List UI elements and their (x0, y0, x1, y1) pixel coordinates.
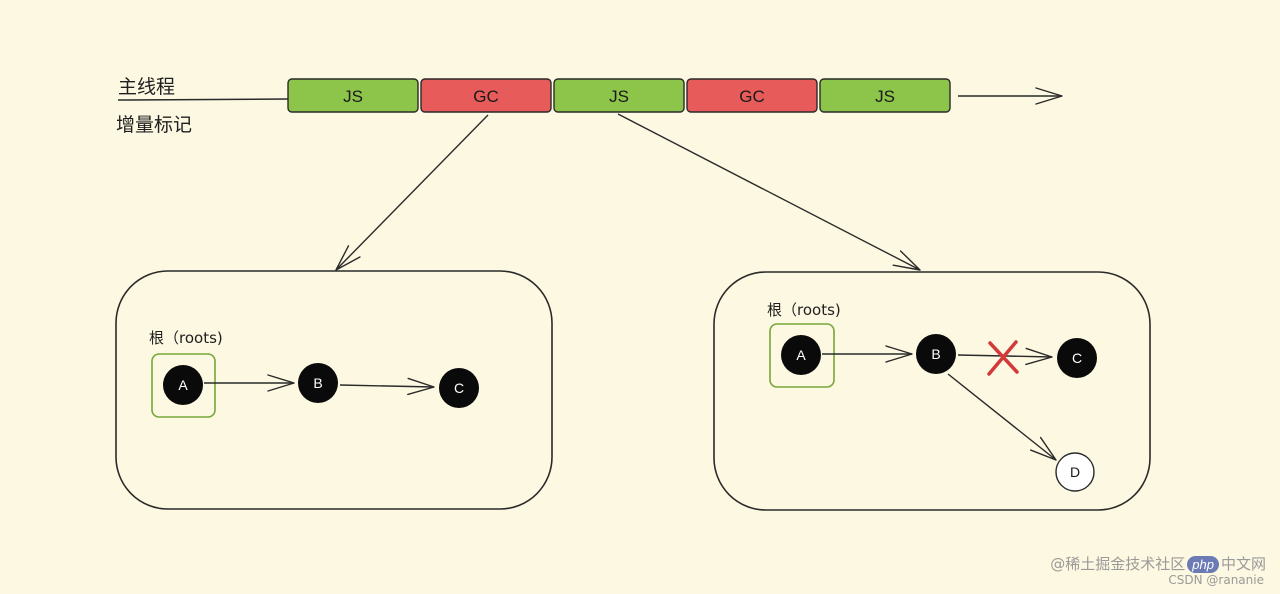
removed-reference-cross (987, 340, 1019, 376)
left-root-label: 根（roots) (149, 329, 223, 347)
js-to-right-panel-arrow (617, 113, 921, 271)
timeline-segment-js: JS (287, 78, 419, 113)
timeline-segment-label: GC (739, 87, 765, 106)
right-root-outline (769, 323, 835, 388)
left-panel: 根（roots) A B C (115, 270, 553, 510)
incremental-marking-label: 增量标记 (116, 114, 192, 136)
right-edge-b-d (947, 373, 1057, 461)
svg-text:A: A (178, 377, 188, 393)
main-thread-line (117, 98, 289, 101)
left-panel-frame (115, 270, 553, 510)
left-edge-b-c (339, 377, 435, 396)
timeline-segment-gc: GC (686, 78, 818, 113)
svg-text:C: C (454, 380, 464, 396)
timeline-segment-js: JS (819, 78, 951, 113)
right-root-label: 根（roots) (767, 301, 841, 319)
svg-text:C: C (1072, 350, 1082, 366)
left-root-outline (151, 353, 216, 418)
svg-text:B: B (313, 375, 322, 391)
right-panel: 根（roots) A B C D (713, 271, 1151, 511)
main-thread-label: 主线程 (118, 76, 175, 98)
php-badge-logo: php (1187, 556, 1219, 573)
left-node-b: B (298, 363, 338, 403)
timeline-segment-label: GC (473, 87, 499, 106)
timeline: JS GC JS GC JS (287, 78, 951, 113)
timeline-segment-js: JS (553, 78, 685, 113)
timeline-segment-label: JS (343, 87, 363, 106)
right-panel-frame (713, 271, 1151, 511)
svg-text:A: A (796, 347, 806, 363)
right-node-b: B (916, 334, 956, 374)
gc-to-left-panel-arrow (335, 114, 489, 271)
svg-text:D: D (1070, 464, 1080, 480)
svg-text:B: B (931, 346, 940, 362)
right-node-d: D (1055, 452, 1095, 492)
watermark-sub: CSDN @rananie (1168, 573, 1264, 587)
timeline-segment-gc: GC (420, 78, 552, 113)
left-node-c: C (439, 368, 479, 408)
watermark-main-text: @稀土掘金技术社区 (1050, 555, 1186, 573)
timeline-segment-label: JS (609, 87, 629, 106)
right-node-c: C (1057, 338, 1097, 378)
left-node-a: A (163, 365, 203, 405)
right-node-a: A (781, 335, 821, 375)
watermark-badge-suffix: 中文网 (1220, 555, 1266, 573)
timeline-segment-label: JS (875, 87, 895, 106)
